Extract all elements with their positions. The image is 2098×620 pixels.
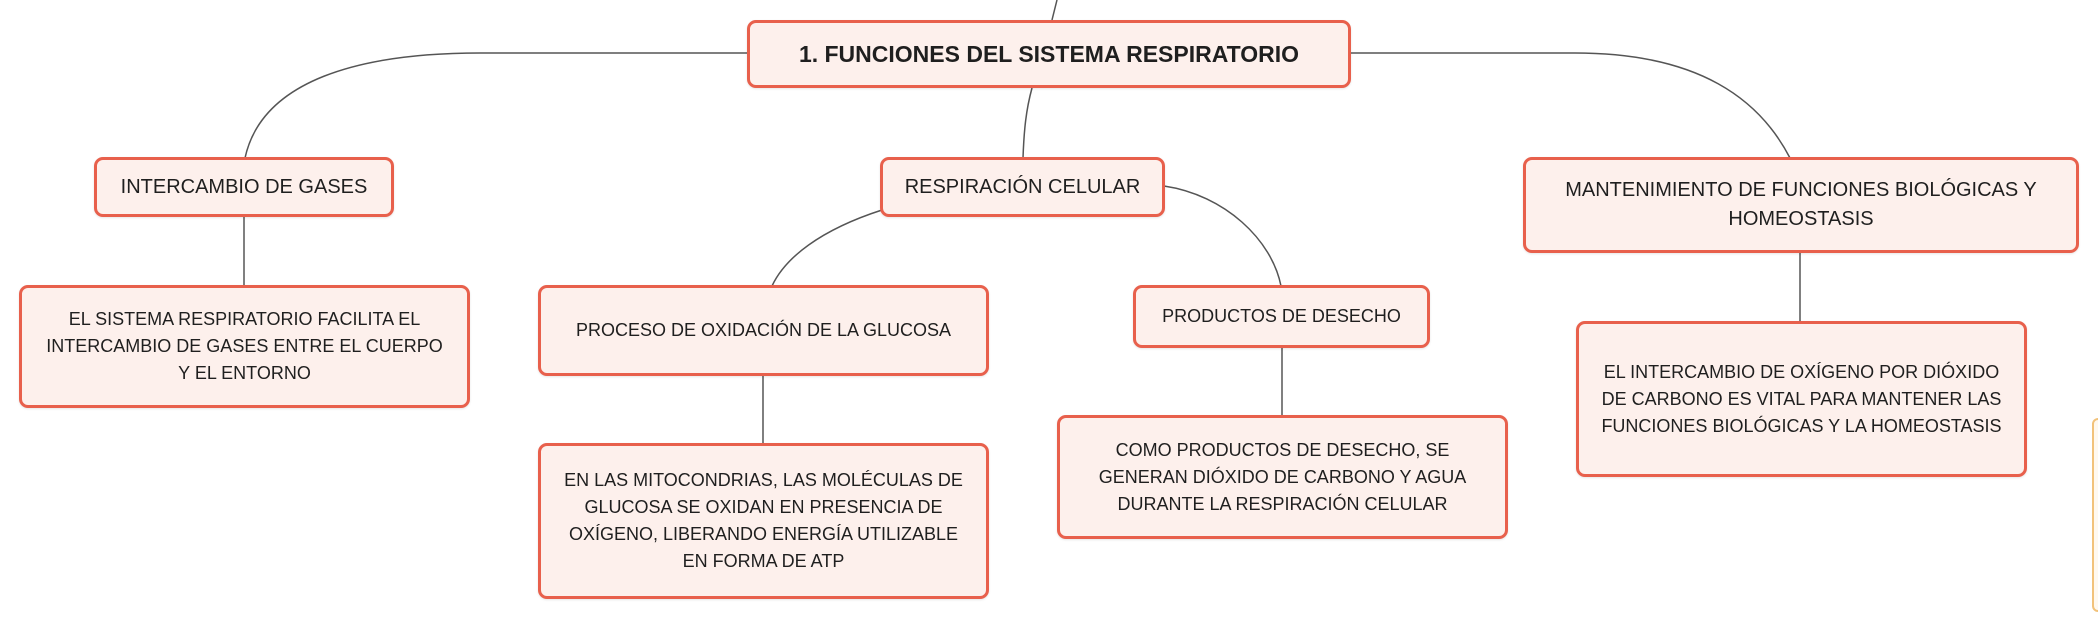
node-text: EL INTERCAMBIO DE OXÍGENO POR DIÓXIDO DE… <box>1601 361 2002 436</box>
node-text: COMO PRODUCTOS DE DESECHO, SE GENERAN DI… <box>1098 439 1467 514</box>
node-mantenimiento-homeostasis[interactable]: MANTENIMIENTO DE FUNCIONES BIOLÓGICAS Y … <box>1523 157 2079 253</box>
connector-root-to-cellular-respiration <box>1022 87 1033 159</box>
node-proceso-oxidacion[interactable]: PROCESO DE OXIDACIÓN DE LA GLUCOSA <box>538 285 989 376</box>
node-title: RESPIRACIÓN CELULAR <box>904 175 1141 198</box>
node-title: PRODUCTOS DE DESECHO <box>1162 306 1401 326</box>
node-text: EN LAS MITOCONDRIAS, LAS MOLÉCULAS DE GL… <box>564 470 963 571</box>
connector-root-to-gas-exchange <box>244 52 747 159</box>
node-productos-desecho[interactable]: PRODUCTOS DE DESECHO <box>1133 285 1430 348</box>
root-title: 1. FUNCIONES DEL SISTEMA RESPIRATORIO <box>798 40 1300 67</box>
node-oxidacion-detail[interactable]: EN LAS MITOCONDRIAS, LAS MOLÉCULAS DE GL… <box>538 443 989 599</box>
node-respiracion-celular[interactable]: RESPIRACIÓN CELULAR <box>880 157 1165 217</box>
root-node[interactable]: 1. FUNCIONES DEL SISTEMA RESPIRATORIO <box>747 20 1351 88</box>
node-title: INTERCAMBIO DE GASES <box>120 175 368 198</box>
node-homeostasis-detail[interactable]: EL INTERCAMBIO DE OXÍGENO POR DIÓXIDO DE… <box>1576 321 2027 477</box>
node-text: EL SISTEMA RESPIRATORIO FACILITA EL INTE… <box>46 309 443 383</box>
node-title: PROCESO DE OXIDACIÓN DE LA GLUCOSA <box>575 320 952 340</box>
node-intercambio-de-gases[interactable]: INTERCAMBIO DE GASES <box>94 157 394 217</box>
node-title: MANTENIMIENTO DE FUNCIONES BIOLÓGICAS Y … <box>1565 179 2037 230</box>
connector-root-to-homeostasis <box>1350 52 1791 159</box>
node-desecho-detail[interactable]: COMO PRODUCTOS DE DESECHO, SE GENERAN DI… <box>1057 415 1508 539</box>
connector-incoming <box>1051 0 1058 21</box>
node-intercambio-detail[interactable]: EL SISTEMA RESPIRATORIO FACILITA EL INTE… <box>19 285 470 408</box>
side-panel-tab[interactable] <box>2092 418 2098 612</box>
connector-cellular-to-oxidation <box>771 209 883 287</box>
connector-cellular-to-waste <box>1163 185 1282 287</box>
